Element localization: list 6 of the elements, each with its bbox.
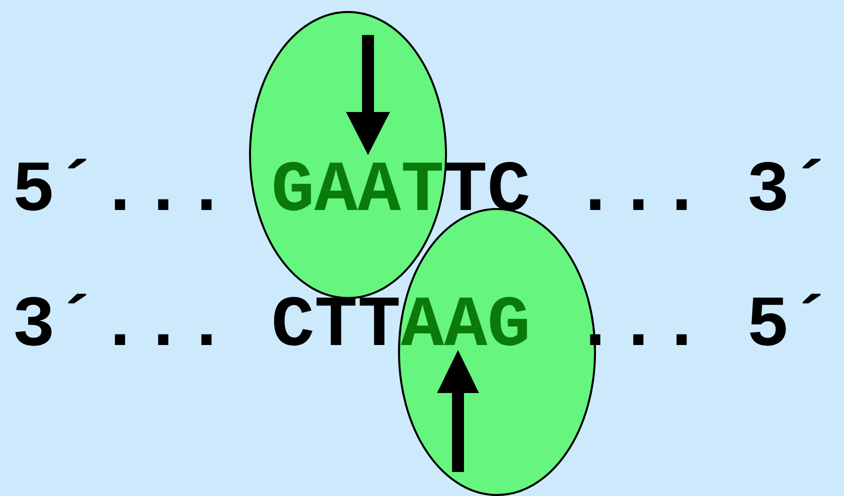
strand-end-label: 5´... (12, 155, 228, 227)
strand-end-label: 3´... (12, 290, 228, 362)
strand-end-label: 3´ (746, 155, 833, 227)
strand-end-label: 5´ (746, 290, 833, 362)
dna-sequence: CTTAAG (271, 290, 530, 362)
ellipsis: ... (574, 155, 704, 227)
